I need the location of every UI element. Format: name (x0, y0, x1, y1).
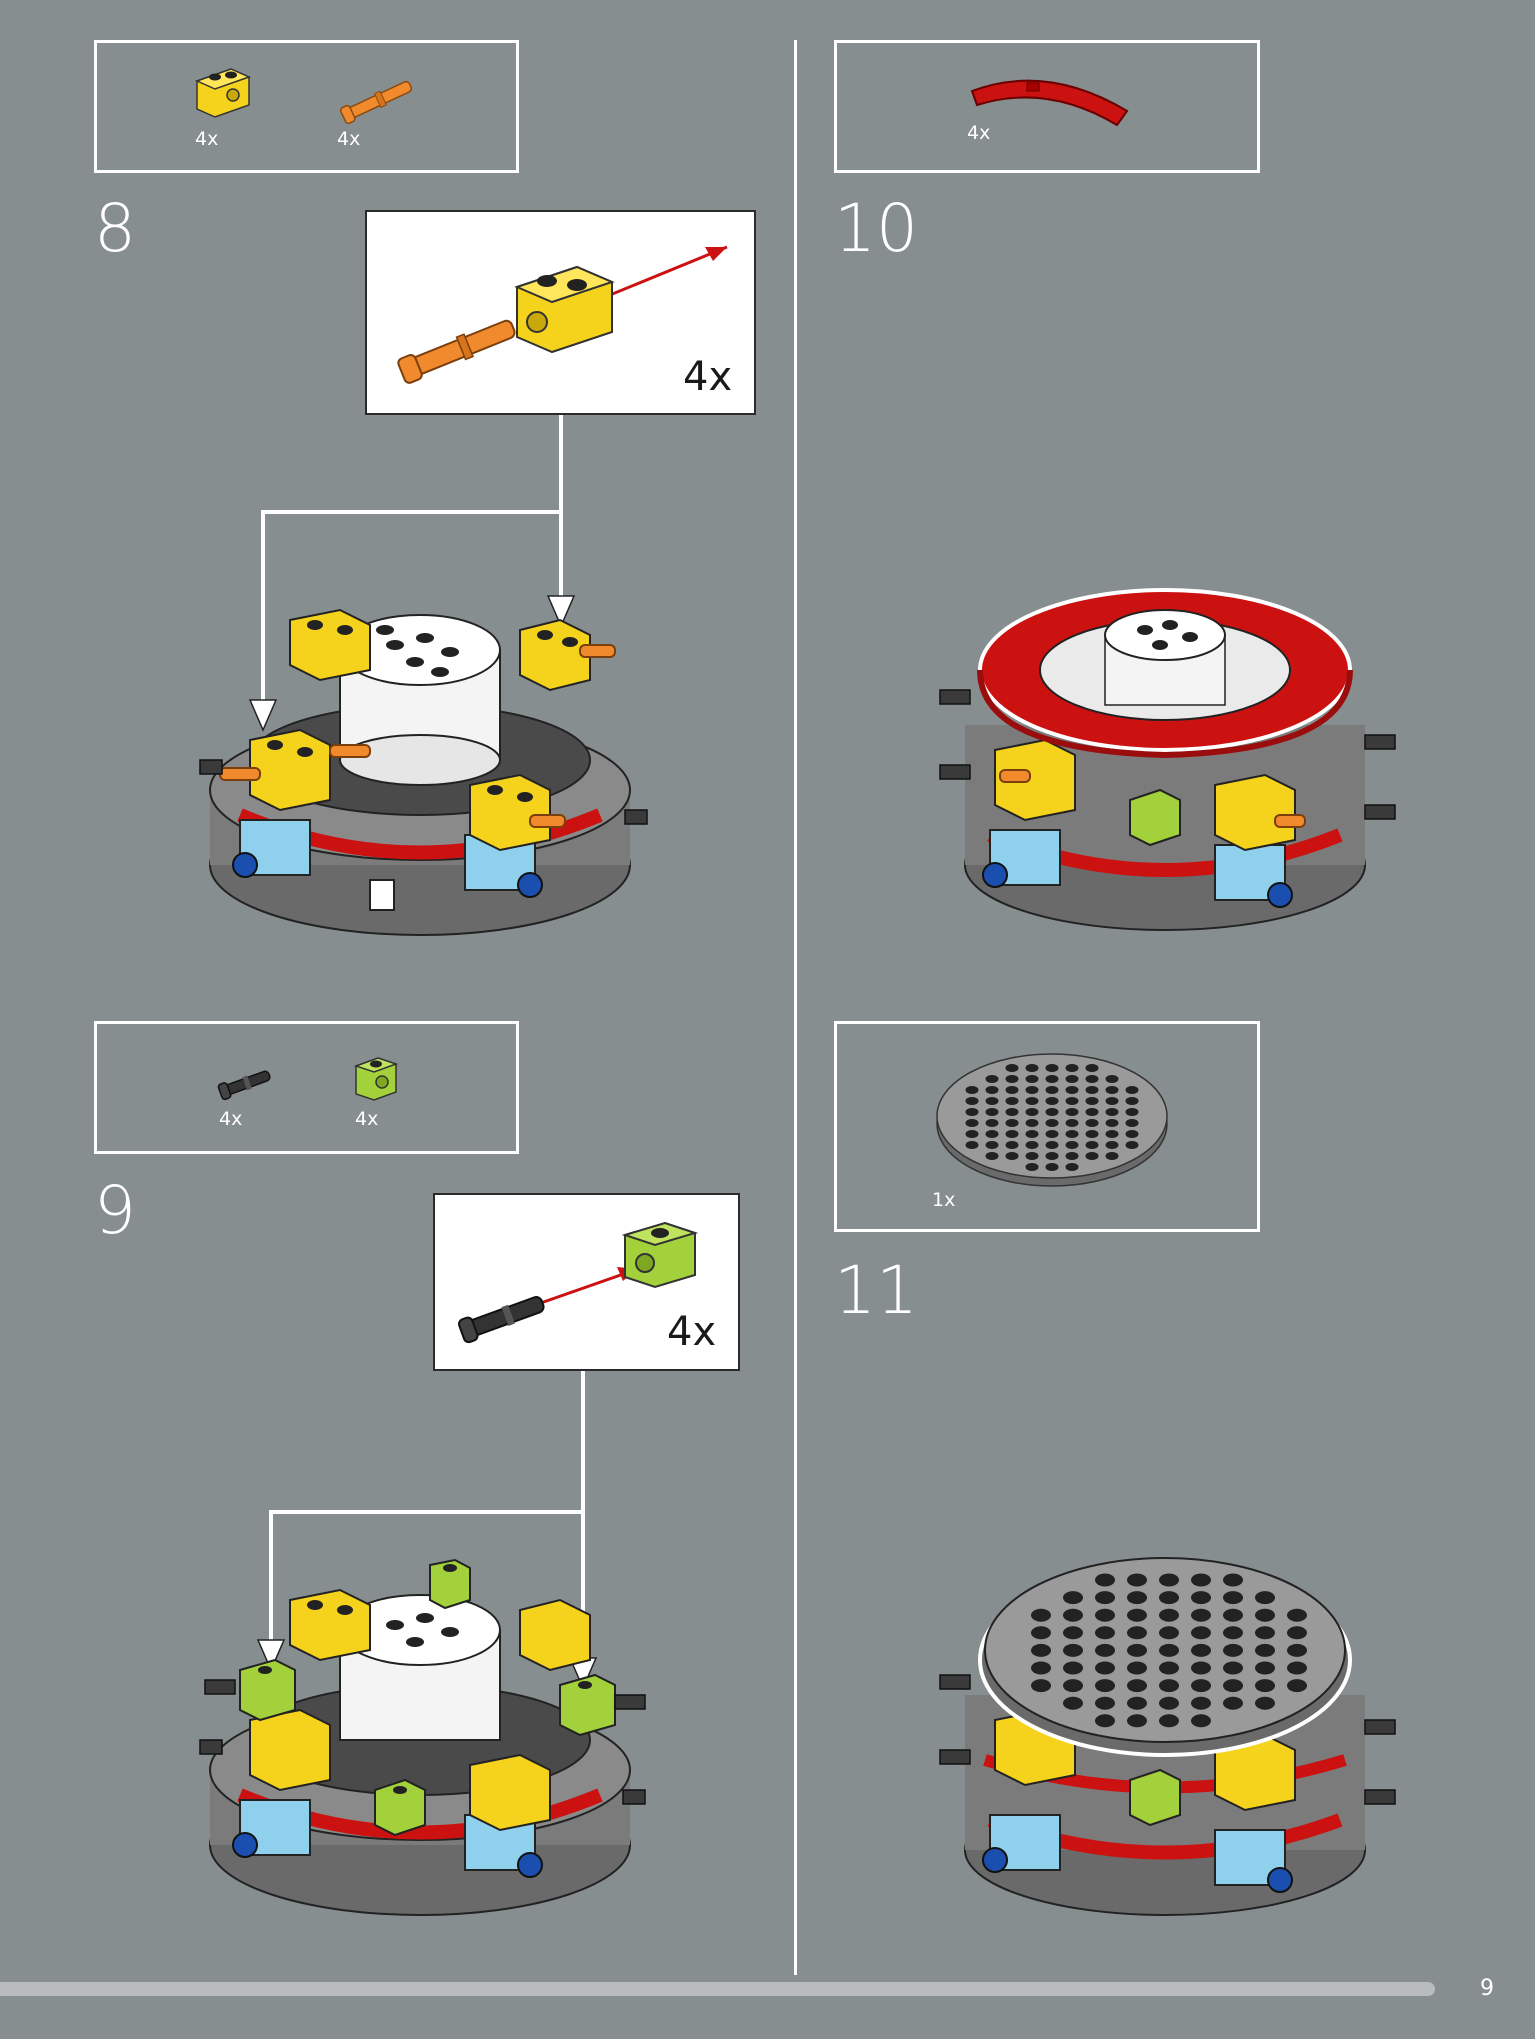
page-number: 9 (1480, 1976, 1494, 2001)
step-9-number: 9 (94, 1172, 136, 1249)
step-10-model-illustration (939, 588, 1396, 931)
step-8-part-1-qty: 4x (195, 128, 219, 150)
step-11-part-1-qty: 1x (932, 1189, 956, 1211)
round-gray-plate-icon (936, 1053, 1168, 1187)
step-8-number: 8 (94, 190, 136, 267)
page-progress-bar (0, 1982, 1435, 1996)
black-pin-insert-icon (457, 1221, 699, 1344)
step-9-part-2-qty: 4x (355, 1108, 379, 1130)
step-10-parts-box: 4x (834, 40, 1260, 173)
step-11-number: 11 (834, 1252, 918, 1329)
step-10-number: 10 (834, 190, 918, 267)
red-curved-tile-icon (970, 79, 1129, 127)
step-8-parts-box: 4x 4x (94, 40, 519, 173)
step-9-parts-box: 4x 4x (94, 1021, 519, 1154)
step-9-callout: 4x (433, 1193, 740, 1371)
step-8-callout-qty: 4x (683, 354, 733, 400)
lime-technic-brick-icon (353, 1057, 399, 1101)
step-9-model-illustration (199, 1558, 646, 1916)
step-8-callout: 4x (365, 210, 756, 415)
column-divider (794, 40, 797, 1975)
orange-pin-insert-icon (397, 245, 728, 384)
step-9-part-1-qty: 4x (219, 1108, 243, 1130)
orange-technic-pin-icon (339, 80, 413, 125)
black-technic-pin-icon (217, 1070, 271, 1101)
step-9-callout-qty: 4x (667, 1309, 717, 1355)
step-10-part-1-qty: 4x (967, 122, 991, 144)
step-8-model-illustration (199, 608, 648, 936)
step-11-model-illustration (939, 1557, 1396, 1916)
step-11-parts-box: 1x (834, 1021, 1260, 1232)
yellow-technic-brick-icon (194, 68, 252, 118)
step-8-part-2-qty: 4x (337, 128, 361, 150)
